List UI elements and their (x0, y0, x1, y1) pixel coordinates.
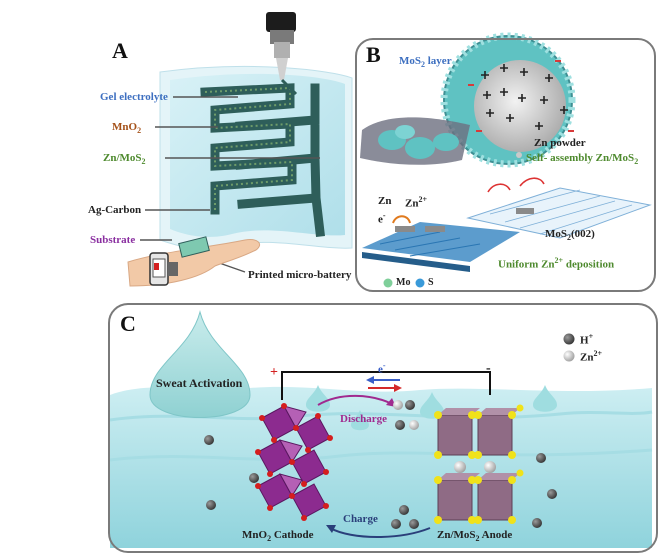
electrode-texture (204, 86, 293, 210)
zn-mos2-anode-label: Zn/MoS2 Anode (437, 529, 513, 544)
electron-b2-label: e- (476, 182, 484, 197)
gel-electrolyte-label: Gel electrolyte (100, 91, 168, 103)
uniform-deposition-label: Uniform Zn2+ deposition (498, 256, 615, 271)
discharge-label: Discharge (340, 413, 388, 425)
ions (204, 333, 575, 529)
printer-nozzle (266, 12, 298, 96)
zn-ion-legend-label: Zn2+ (580, 349, 603, 364)
mo-legend-label: Mo (396, 277, 411, 288)
ag-carbon-label: Ag-Carbon (88, 204, 142, 216)
self-assembly-marker (516, 152, 522, 158)
positive-terminal: + (270, 365, 278, 380)
zn-powder-label: Zn powder (534, 137, 586, 149)
panel-a-letter: A (112, 38, 128, 63)
oxygen-atoms (255, 403, 333, 521)
printed-micro-battery-label: Printed micro-battery (248, 269, 352, 281)
zn-label: Zn (378, 195, 392, 207)
external-circuit-wire (281, 371, 491, 400)
sweat-activation-label: Sweat Activation (156, 376, 243, 390)
s-legend-label: S (428, 277, 434, 288)
electron-b3-label: e- (514, 176, 522, 191)
mno2-cathode-lattice (257, 405, 331, 519)
panel-b-frame (355, 38, 656, 292)
zn-legend-ball (563, 350, 575, 362)
electron-flow-arrows (366, 376, 402, 392)
charge-label: Charge (343, 513, 378, 525)
panel-c-frame (108, 303, 658, 553)
substrate-label: Substrate (90, 234, 136, 246)
mo-legend-dot (383, 278, 393, 288)
s-legend-dot (415, 278, 425, 288)
electron-c-label: e- (378, 361, 386, 376)
h-legend-ball (563, 333, 575, 345)
mno2-cathode-label: MnO2 Cathode (242, 529, 314, 544)
zn-exchange-arrow (392, 215, 411, 224)
mno2-label: MnO2 (112, 121, 142, 136)
mos2-002-sheet (466, 177, 652, 239)
hand-with-watch (127, 236, 260, 287)
mos2-002-label: MoS2(002) (545, 228, 595, 243)
zn2-label: Zn2+ (405, 195, 428, 210)
negative-charges (468, 60, 574, 132)
mos2-layered-substrate (362, 222, 520, 272)
positive-charges (481, 64, 568, 130)
panel-c-scene (109, 310, 653, 548)
self-assembly-cluster (360, 117, 470, 165)
self-assembly-label: Self- assembly Zn/MoS2 (526, 152, 639, 167)
electron-b-label: e- (378, 211, 386, 226)
mos2-anode-stack (434, 404, 524, 524)
h-ion-legend-label: H+ (580, 332, 594, 347)
zn-mos2-label: Zn/MoS2 (103, 152, 146, 167)
negative-terminal: - (486, 361, 491, 376)
panel-c-letter: C (120, 311, 136, 336)
mos2-layer-label: MoS2 layer (399, 55, 452, 70)
panel-b-letter: B (366, 42, 381, 67)
